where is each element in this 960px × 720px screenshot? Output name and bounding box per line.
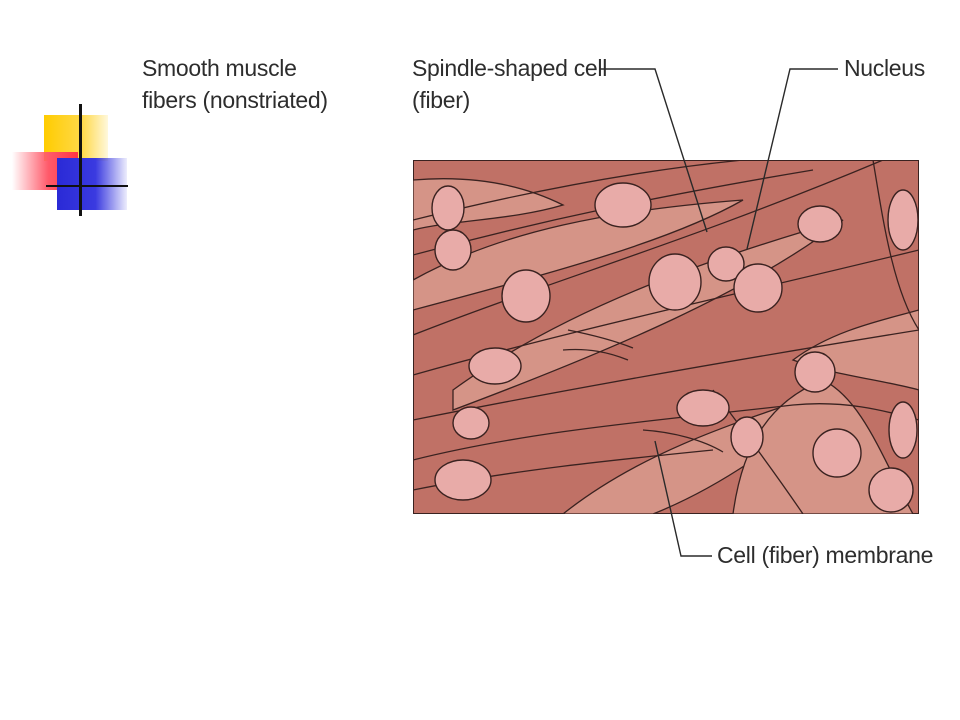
- nucleus: [707, 246, 745, 282]
- nucleus: [794, 351, 836, 393]
- nucleus: [501, 269, 551, 323]
- nucleus: [594, 182, 652, 228]
- vertical-rule: [79, 104, 82, 216]
- nucleus: [434, 229, 472, 271]
- fiber-line: [872, 160, 919, 331]
- label-cell-membrane: Cell (fiber) membrane: [717, 542, 934, 568]
- nucleus: [434, 459, 492, 501]
- nucleus: [648, 253, 702, 311]
- nucleus: [888, 401, 918, 459]
- label-nucleus: Nucleus: [844, 55, 925, 81]
- horizontal-rule: [46, 185, 128, 187]
- diagram-title: Smooth muscle fibers (nonstriated): [142, 55, 328, 113]
- nucleus: [431, 185, 465, 231]
- smooth-muscle-tissue-illustration: [413, 160, 919, 514]
- nucleus: [797, 205, 843, 243]
- nucleus: [812, 428, 862, 478]
- nucleus: [868, 467, 914, 513]
- fiber-line: [642, 429, 724, 453]
- fiber-line: [567, 329, 634, 349]
- fiber-line: [413, 403, 919, 461]
- label-spindle-shaped-cell: Spindle-shaped cell (fiber): [412, 55, 608, 113]
- nucleus: [676, 389, 730, 427]
- nucleus: [730, 416, 764, 458]
- slide-logo-decoration: [10, 100, 134, 216]
- blue-square: [57, 158, 127, 210]
- nucleus: [733, 263, 783, 313]
- nucleus: [468, 347, 522, 385]
- fiber-line: [562, 348, 629, 361]
- nucleus: [452, 406, 490, 440]
- nucleus: [887, 189, 919, 251]
